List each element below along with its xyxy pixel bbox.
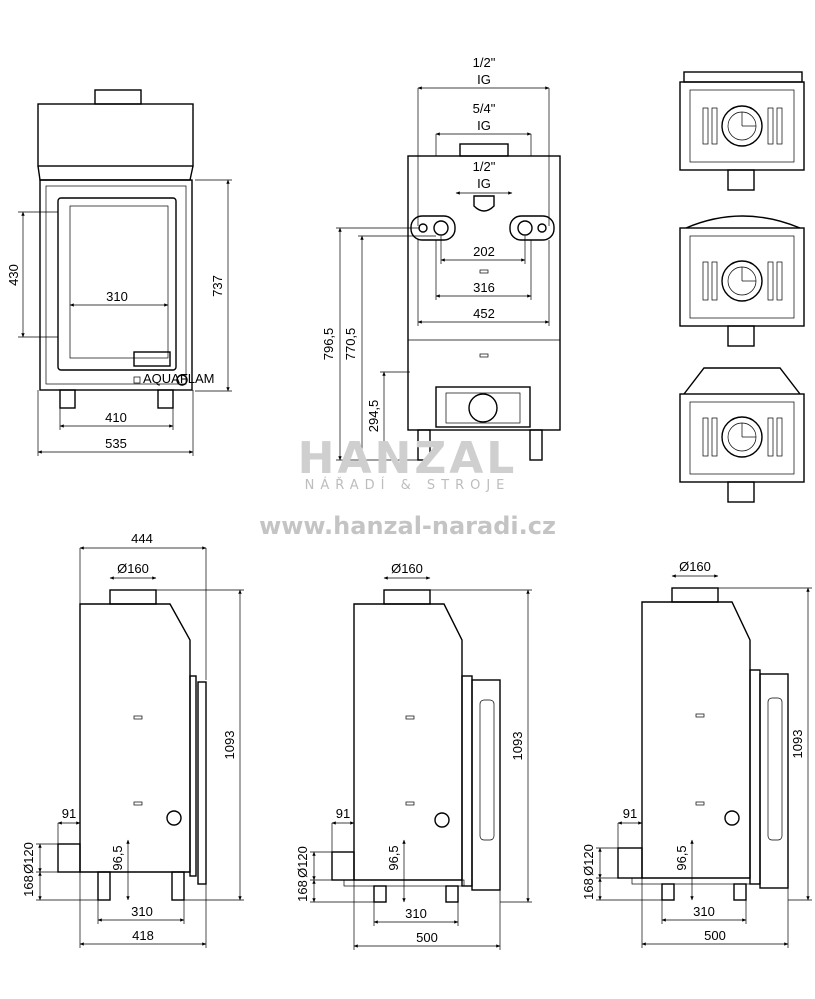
side3-air-dim: 91 bbox=[623, 806, 637, 821]
front-view: AQUAFLAM 737 430 310 410 535 bbox=[6, 89, 232, 456]
side1-height: 1093 bbox=[222, 731, 237, 760]
side2-flue: Ø160 bbox=[391, 561, 423, 576]
brand-logo-icon bbox=[133, 376, 141, 384]
side-view-1: 444 Ø160 1093 91 96,5 Ø120 168 310 418 bbox=[21, 531, 244, 948]
side1-air-height: 96,5 bbox=[110, 845, 125, 870]
side2-inlet: Ø120 bbox=[295, 846, 310, 878]
side2-depth: 500 bbox=[416, 930, 438, 945]
conn-mid-thread: IG bbox=[477, 118, 491, 133]
side3-feet: 310 bbox=[693, 904, 715, 919]
watermark-brand: HANZAL bbox=[297, 433, 518, 484]
air-inlet-icon bbox=[468, 393, 498, 423]
side2-inlet-height: 168 bbox=[295, 880, 310, 902]
water-connection-left-icon bbox=[433, 220, 449, 236]
side3-air-height: 96,5 bbox=[674, 845, 689, 870]
dim-glass-width-310: 310 bbox=[106, 289, 128, 304]
brand-badge: AQUAFLAM bbox=[143, 371, 215, 386]
dim-202: 202 bbox=[473, 244, 495, 259]
side3-depth: 500 bbox=[704, 928, 726, 943]
side2-air-dim: 91 bbox=[336, 806, 350, 821]
side1-depth: 418 bbox=[132, 928, 154, 943]
dim-452: 452 bbox=[473, 306, 495, 321]
dim-294-5: 294,5 bbox=[366, 400, 381, 433]
conn-low-thread: IG bbox=[477, 176, 491, 191]
top-view-1 bbox=[679, 71, 805, 191]
side1-flue: Ø160 bbox=[117, 561, 149, 576]
side1-inlet: Ø120 bbox=[21, 842, 36, 874]
dim-770-5: 770,5 bbox=[343, 328, 358, 361]
water-connection-right-icon bbox=[517, 220, 533, 236]
dim-feet-410: 410 bbox=[105, 410, 127, 425]
handle-knob-icon bbox=[176, 374, 188, 386]
side-view-2: Ø160 1093 91 96,5 Ø120 168 310 500 bbox=[295, 561, 532, 950]
conn-top-size: 1/2" bbox=[473, 55, 496, 70]
side1-inlet-height: 168 bbox=[21, 875, 36, 897]
side3-flue: Ø160 bbox=[679, 559, 711, 574]
watermark-url[interactable]: www.hanzal-naradi.cz bbox=[259, 512, 556, 540]
conn-mid-size: 5/4" bbox=[473, 101, 496, 116]
dim-height-737: 737 bbox=[210, 275, 225, 297]
side-view-3: Ø160 1093 91 96,5 Ø120 168 310 500 bbox=[581, 559, 812, 948]
side3-inlet: Ø120 bbox=[581, 844, 596, 876]
conn-top-thread: IG bbox=[477, 72, 491, 87]
side3-height: 1093 bbox=[790, 730, 805, 759]
side1-air-dim: 91 bbox=[62, 806, 76, 821]
side2-feet: 310 bbox=[405, 906, 427, 921]
dim-796-5: 796,5 bbox=[321, 328, 336, 361]
conn-low-size: 1/2" bbox=[473, 159, 496, 174]
side3-inlet-height: 168 bbox=[581, 878, 596, 900]
dim-glass-height-430: 430 bbox=[6, 264, 21, 286]
watermark-tagline: NÁŘADÍ & STROJE bbox=[304, 478, 511, 493]
side2-height: 1093 bbox=[510, 732, 525, 761]
back-view: 1/2" IG 5/4" IG 1/2" IG 202 316 452 796,… bbox=[321, 55, 561, 461]
top-view-2 bbox=[679, 215, 805, 347]
side1-feet: 310 bbox=[131, 904, 153, 919]
dim-316: 316 bbox=[473, 280, 495, 295]
top-view-3 bbox=[679, 367, 805, 503]
dim-width-535: 535 bbox=[105, 436, 127, 451]
side1-depth-top: 444 bbox=[131, 531, 153, 546]
side2-air-height: 96,5 bbox=[386, 845, 401, 870]
